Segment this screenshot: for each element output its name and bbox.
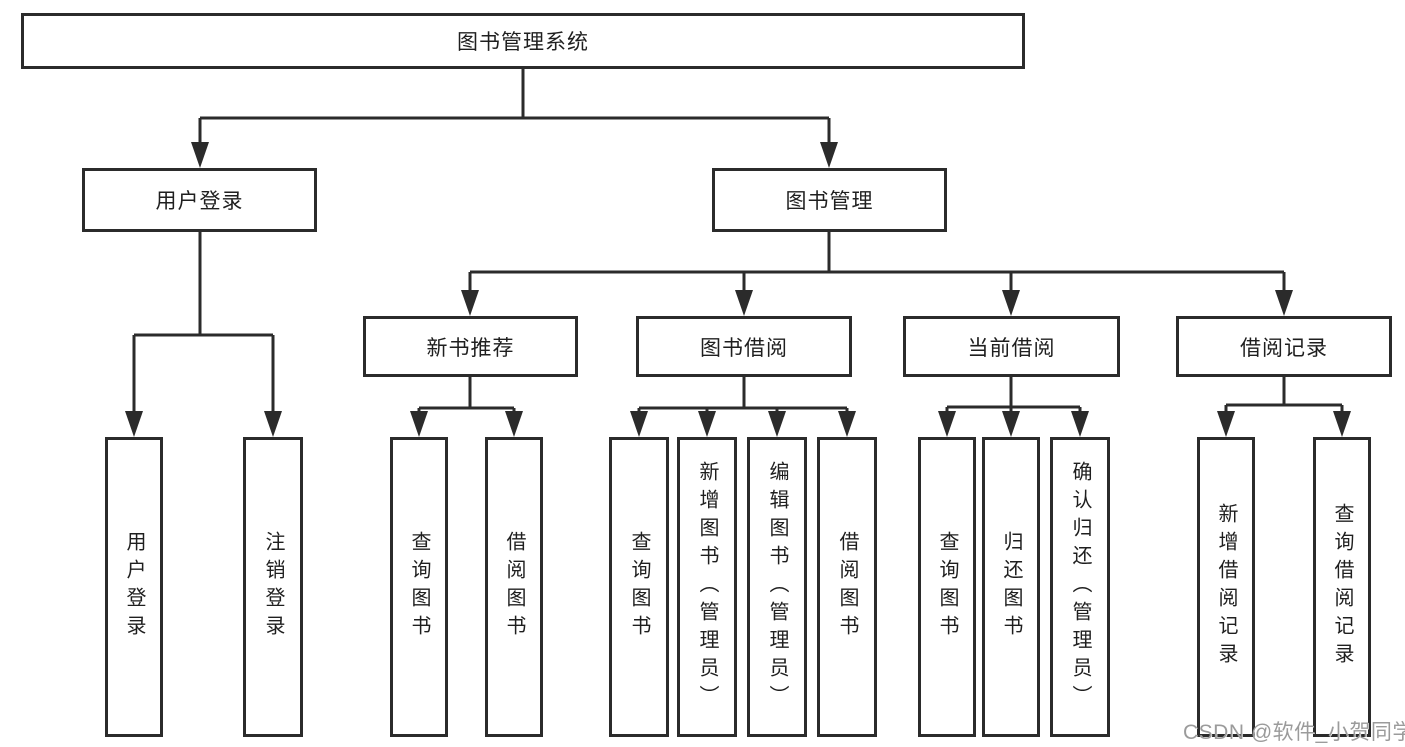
leaf-query-book-1: 查询图书 [390,437,448,737]
leaf-logout-label: 注销登录 [262,531,284,643]
leaf-borrow-book-2: 借阅图书 [817,437,877,737]
leaf-user-login-label: 用户登录 [123,531,145,643]
node-current-borrow: 当前借阅 [903,316,1120,377]
leaf-confirm-return: 确认归还（管理员） [1050,437,1110,737]
leaf-return-book-label: 归还图书 [1000,531,1022,643]
leaf-logout: 注销登录 [243,437,303,737]
leaf-query-book-3-label: 查询图书 [936,531,958,643]
leaf-query-record-label: 查询借阅记录 [1331,503,1353,671]
leaf-confirm-return-label: 确认归还（管理员） [1069,461,1091,713]
leaf-query-book-2-label: 查询图书 [628,531,650,643]
leaf-add-book-label: 新增图书（管理员） [696,461,718,713]
csdn-watermark: CSDN @软件_小贺同学 [1183,721,1405,744]
node-new-book-rec-label: 新书推荐 [426,336,515,360]
leaf-borrow-book-1: 借阅图书 [485,437,543,737]
node-root: 图书管理系统 [21,13,1025,69]
leaf-borrow-book-2-label: 借阅图书 [836,531,858,643]
leaf-return-book: 归还图书 [982,437,1040,737]
leaf-edit-book-label: 编辑图书（管理员） [766,461,788,713]
leaf-query-record: 查询借阅记录 [1313,437,1371,737]
leaf-query-book-2: 查询图书 [609,437,669,737]
leaf-borrow-book-1-label: 借阅图书 [503,531,525,643]
node-book-borrow: 图书借阅 [636,316,852,377]
node-current-borrow-label: 当前借阅 [967,336,1056,360]
leaf-add-record: 新增借阅记录 [1197,437,1255,737]
leaf-add-record-label: 新增借阅记录 [1215,503,1237,671]
leaf-user-login: 用户登录 [105,437,163,737]
node-user-login: 用户登录 [82,168,317,232]
node-book-mgmt-label: 图书管理 [785,190,874,213]
node-borrow-records-label: 借阅记录 [1240,336,1328,360]
leaf-edit-book: 编辑图书（管理员） [747,437,807,737]
node-user-login-label: 用户登录 [155,190,244,213]
node-borrow-records: 借阅记录 [1176,316,1392,377]
leaf-query-book-3: 查询图书 [918,437,976,737]
node-new-book-rec: 新书推荐 [363,316,578,377]
node-book-mgmt: 图书管理 [712,168,947,232]
leaf-add-book: 新增图书（管理员） [677,437,737,737]
leaf-query-book-1-label: 查询图书 [408,531,430,643]
node-root-label: 图书管理系统 [457,31,589,54]
node-book-borrow-label: 图书借阅 [700,336,788,360]
